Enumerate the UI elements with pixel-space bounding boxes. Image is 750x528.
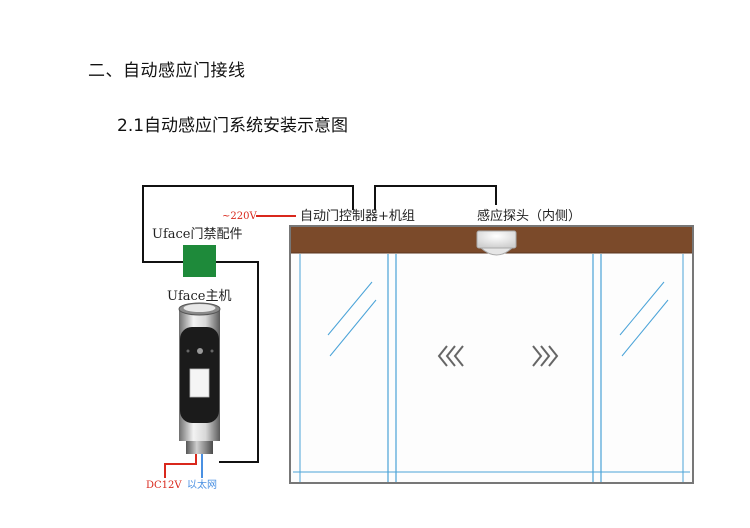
glass-door-panels: [293, 254, 690, 482]
power-label: DC12V: [146, 480, 182, 491]
control-wiring: [142, 185, 497, 463]
network-label: 以太网: [187, 478, 217, 491]
double-chevron-right-icon: [532, 345, 559, 367]
voltage-label: ~220V: [222, 211, 257, 222]
section-heading: 二、自动感应门接线: [88, 61, 246, 81]
controller-label: 自动门控制器+机组: [300, 209, 415, 224]
door-frame: [289, 225, 694, 484]
host-label: Uface主机: [167, 289, 232, 304]
section-subheading: 2.1自动感应门系统安装示意图: [117, 116, 349, 136]
access-module-box: [183, 245, 216, 277]
uface-host-device: [178, 302, 221, 454]
double-chevron-left-icon: [437, 345, 464, 367]
motion-sensor: [476, 230, 517, 256]
sensor-label: 感应探头（内侧）: [477, 208, 581, 224]
power-wire: [164, 454, 197, 478]
access-accessory-label: Uface门禁配件: [152, 227, 243, 242]
